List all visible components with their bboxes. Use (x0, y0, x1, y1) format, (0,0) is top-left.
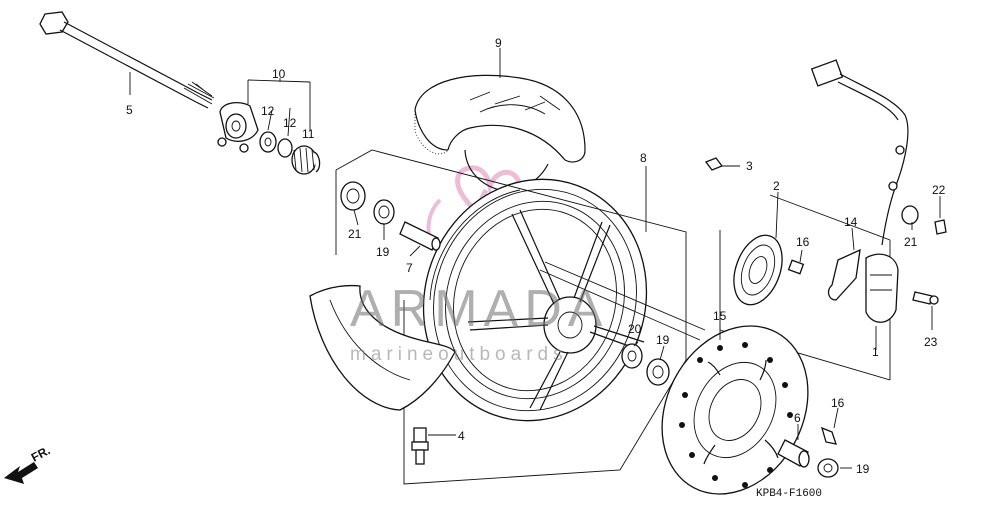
gear-box-assembly (217, 79, 321, 175)
part-label: 12 (283, 116, 297, 130)
part-label: 21 (904, 235, 918, 249)
part-label: 23 (924, 335, 938, 349)
air-valve (411, 427, 429, 465)
tire (414, 74, 586, 192)
part-label: 15 (713, 309, 727, 323)
front-direction-label: FR. (29, 443, 53, 464)
watermark-tagline: marineoutboards (350, 344, 568, 365)
part-label: 8 (640, 151, 647, 165)
part-label: 7 (406, 261, 413, 275)
watermark-brand: ARMADA (350, 280, 608, 338)
part-label: 22 (932, 183, 946, 197)
part-label: 5 (126, 103, 133, 117)
wheel (422, 178, 706, 422)
part-label: 21 (348, 227, 362, 241)
part-label: 12 (261, 104, 275, 118)
part-label: 3 (746, 159, 753, 173)
part-label: 2 (773, 179, 780, 193)
part-label: 1 (872, 345, 879, 359)
part-label: 9 (495, 36, 502, 50)
part-label: 16 (831, 396, 845, 410)
part-label: 19 (376, 245, 390, 259)
pulser-ring (733, 234, 783, 306)
part-label: 10 (272, 67, 286, 81)
part-label: 19 (856, 462, 870, 476)
small-hardware (704, 157, 839, 478)
part-labels: 5 10 12 12 11 9 8 3 2 16 14 22 21 23 1 1… (126, 36, 946, 476)
part-label: 19 (656, 333, 670, 347)
part-label: 4 (458, 429, 465, 443)
part-label: 6 (794, 411, 801, 425)
part-label: 11 (302, 127, 315, 141)
axle (39, 11, 215, 109)
diagram-code: KPB4-F1600 (756, 488, 822, 500)
leader-lines (129, 48, 941, 469)
collar-and-bearings (340, 181, 670, 386)
front-direction-arrow: FR. (4, 443, 52, 484)
part-label: 20 (628, 322, 642, 336)
part-label: 14 (844, 215, 858, 229)
brake-disc (661, 325, 809, 495)
part-label: 16 (796, 235, 810, 249)
sensor-assembly (810, 59, 947, 323)
fender-piece (309, 284, 456, 411)
